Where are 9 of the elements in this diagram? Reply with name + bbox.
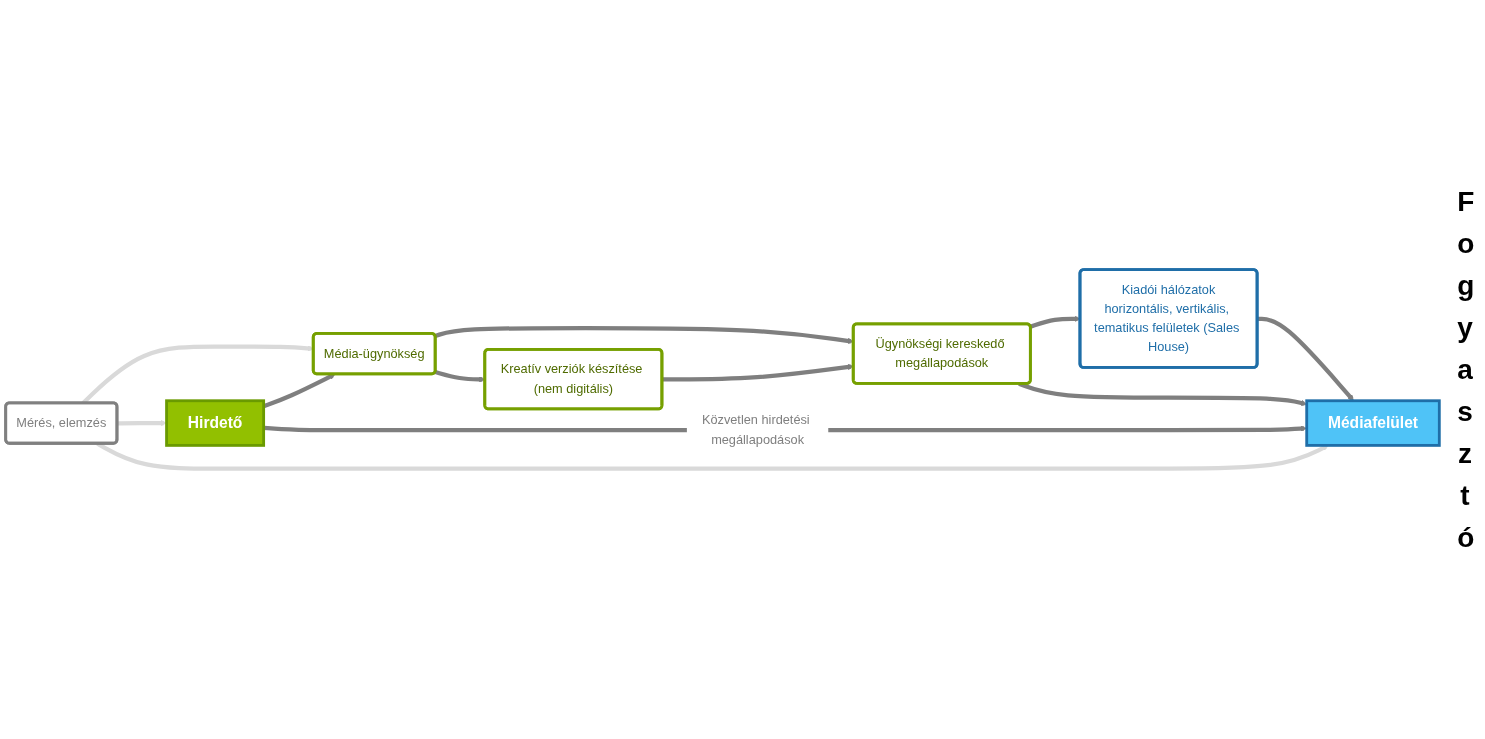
arrow: [1257, 317, 1354, 402]
arrow: [1018, 382, 1307, 407]
vertical-label: Fogyasztó: [1457, 184, 1473, 555]
arrow: [434, 326, 854, 345]
node-box: Médiafelület: [1305, 399, 1441, 448]
arrow: [662, 364, 854, 382]
edge-label: Közvetlen hirdetési megállapodások: [701, 413, 810, 447]
arrow: [117, 420, 167, 427]
node-box: Hirdető: [165, 399, 266, 448]
